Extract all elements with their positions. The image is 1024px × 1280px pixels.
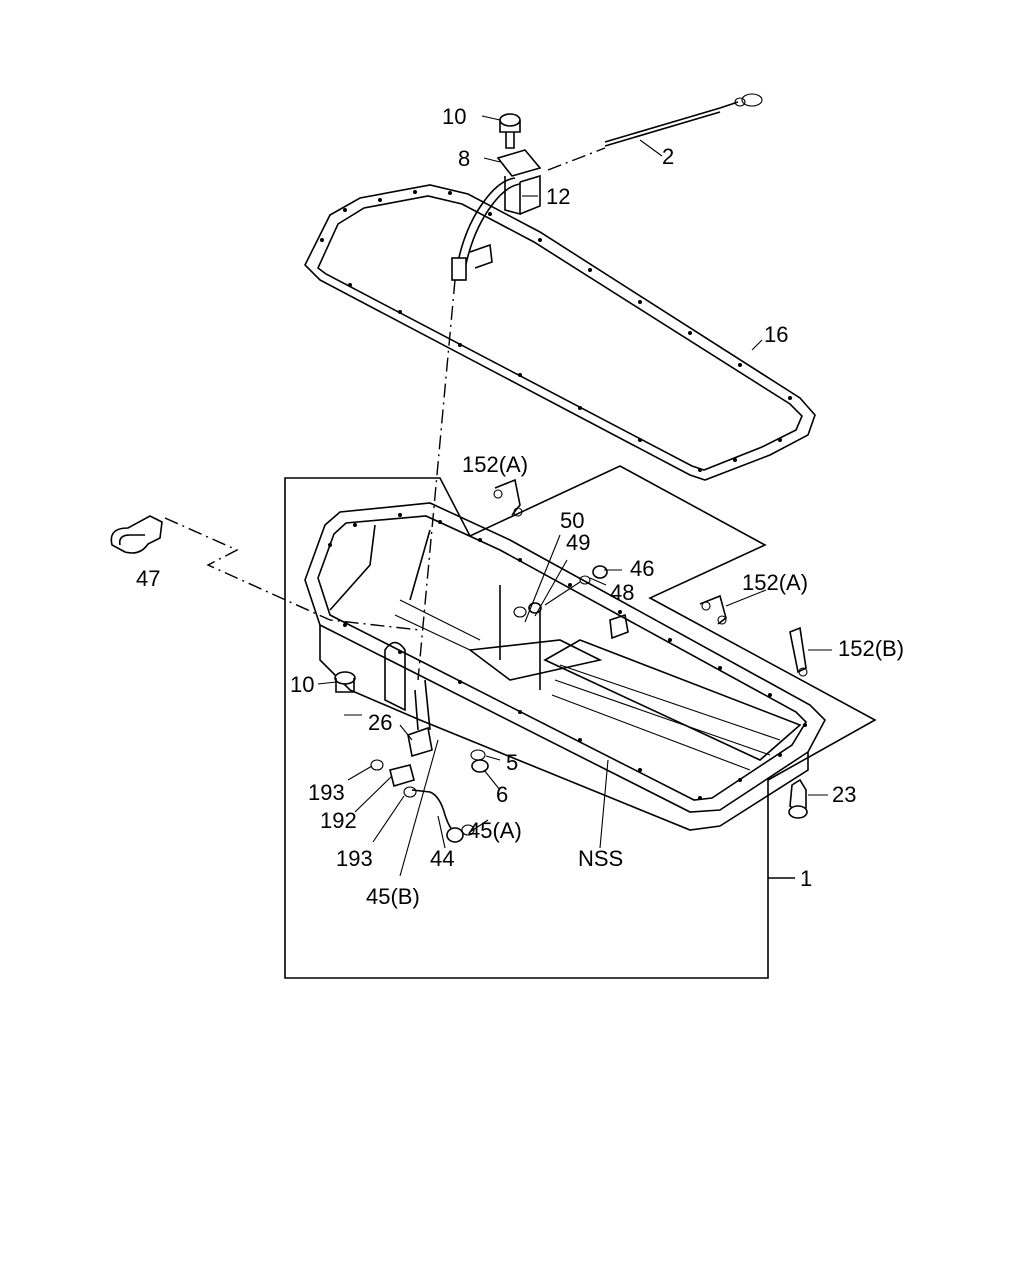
callout-5: 5 xyxy=(506,750,518,775)
callout-50: 50 xyxy=(560,508,584,533)
callout-46: 46 xyxy=(630,556,654,581)
gasket-bolt-holes xyxy=(320,190,792,472)
callout-10-top: 10 xyxy=(442,104,466,129)
bolt-10-top xyxy=(499,113,521,149)
sensor-192-193 xyxy=(370,759,415,788)
callout-1: 1 xyxy=(800,866,812,891)
bracket-152a-2 xyxy=(699,594,727,625)
oil-pan-bolt-holes xyxy=(328,513,807,800)
bracket-152a-1 xyxy=(493,478,523,517)
callout-10-mid: 10 xyxy=(290,672,314,697)
leader-lines xyxy=(317,115,832,877)
callout-2: 2 xyxy=(662,144,674,169)
bolt-23 xyxy=(788,778,808,819)
callout-192: 192 xyxy=(320,808,357,833)
callout-44: 44 xyxy=(430,846,454,871)
bolt-10-mid xyxy=(334,671,356,693)
callout-49: 49 xyxy=(566,530,590,555)
callout-26: 26 xyxy=(368,710,392,735)
sensor-26 xyxy=(407,679,433,758)
callout-8: 8 xyxy=(458,146,470,171)
callout-nss: NSS xyxy=(578,846,623,871)
callout-152a-1: 152(A) xyxy=(462,452,528,477)
assembly-line-dipstick xyxy=(547,147,606,171)
assembly-line-tube xyxy=(417,279,456,681)
callout-193-a: 193 xyxy=(308,780,345,805)
callout-23: 23 xyxy=(832,782,856,807)
callout-152a-2: 152(A) xyxy=(742,570,808,595)
callout-193-b: 193 xyxy=(336,846,373,871)
callout-45a: 45(A) xyxy=(468,818,522,843)
dipstick xyxy=(604,93,763,147)
oil-pan xyxy=(304,502,826,831)
callout-152b: 152(B) xyxy=(838,636,904,661)
callout-45b: 45(B) xyxy=(366,884,420,909)
callout-16: 16 xyxy=(764,322,788,347)
dipstick-bracket xyxy=(496,149,542,216)
bracket-152b xyxy=(789,626,808,677)
callout-12: 12 xyxy=(546,184,570,209)
callout-48: 48 xyxy=(610,580,634,605)
callout-6: 6 xyxy=(496,782,508,807)
drain-plug-6 xyxy=(470,749,489,773)
clip-47 xyxy=(110,515,163,554)
assembly-line-clip xyxy=(164,517,421,631)
oil-pan-gasket xyxy=(304,184,816,481)
sensor-cable-44 xyxy=(403,786,475,843)
callout-47: 47 xyxy=(136,566,160,591)
nut-washer-set xyxy=(513,565,608,618)
